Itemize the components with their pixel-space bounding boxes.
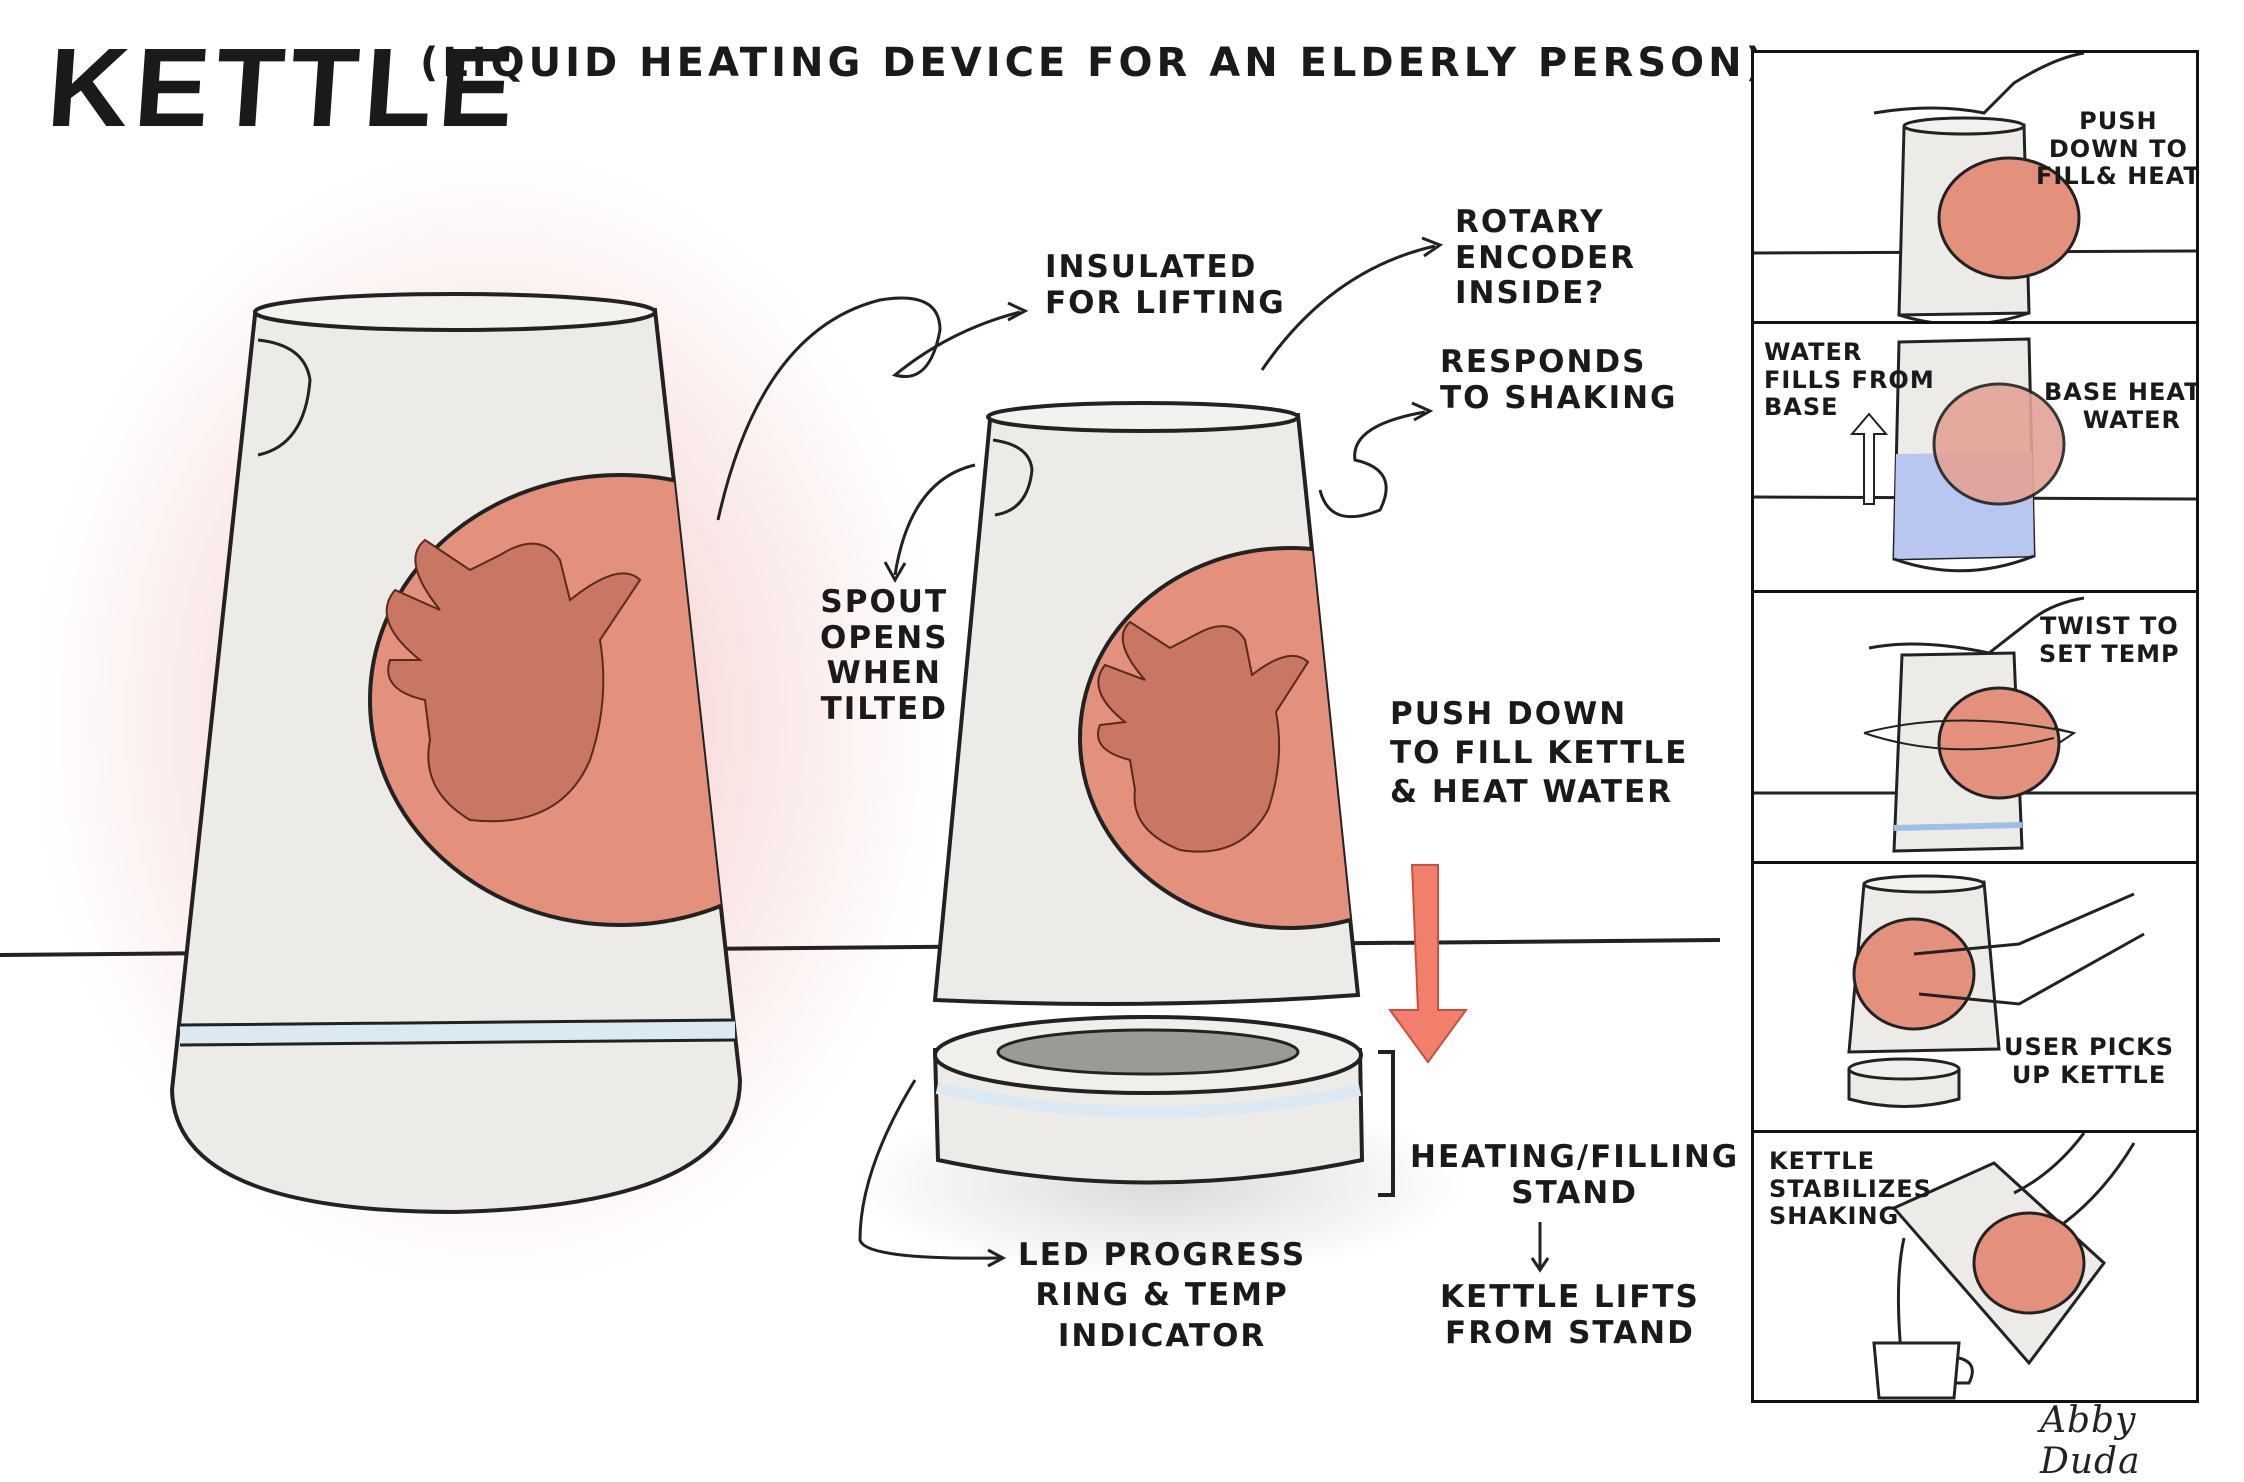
storyboard-panel-1: PUSH DOWN TO FILL& HEAT: [1751, 50, 2199, 324]
large-kettle-led-ring: [179, 1021, 736, 1044]
small-kettle: [932, 401, 1361, 1006]
small-kettle-hand: [1097, 620, 1310, 853]
responds-leader: [1318, 410, 1426, 519]
heating-stand: [932, 1015, 1365, 1185]
stand-bracket: [1378, 1050, 1395, 1197]
panel-3-caption: TWIST TO SET TEMP: [2039, 612, 2180, 668]
small-kettle-rim: [986, 401, 1300, 433]
rotary-leader: [1260, 244, 1436, 371]
storyboard-panel-2: WATER FILLS FROM BASE BASE HEATS WATER: [1751, 321, 2199, 593]
label-push-down: PUSH DOWN TO FILL KETTLE & HEAT WATER: [1390, 696, 1689, 810]
large-kettle: [169, 292, 743, 1215]
led-leader: [858, 1079, 1001, 1260]
panel-2-caption-right: BASE HEATS WATER: [2044, 378, 2196, 434]
leader-lines: [716, 236, 1550, 1273]
artist-signature: Abby Duda: [2040, 1400, 2141, 1482]
label-stand: HEATING/FILLING STAND: [1410, 1139, 1740, 1211]
subtitle: (LIQUID HEATING DEVICE FOR AN ELDERLY PE…: [420, 40, 1768, 86]
storyboard-panel-5: KETTLE STABILIZES SHAKING: [1751, 1130, 2199, 1403]
label-responds: RESPONDS TO SHAKING: [1440, 344, 1678, 416]
label-led: LED PROGRESS RING & TEMP INDICATOR: [1018, 1237, 1307, 1354]
panel-5-caption: KETTLE STABILIZES SHAKING: [1769, 1147, 1932, 1231]
stand-well: [996, 1028, 1300, 1076]
stand-led-ring: [935, 1082, 1362, 1118]
panel-4-caption: USER PICKS UP KETTLE: [2004, 1033, 2175, 1089]
large-kettle-hand: [385, 538, 642, 823]
label-spout: SPOUT OPENS WHEN TILTED: [820, 584, 949, 727]
large-kettle-rim: [253, 292, 657, 332]
label-rotary: ROTARY ENCODER INSIDE?: [1455, 204, 1637, 312]
main-illustration: [0, 236, 1721, 1273]
insulated-leader: [716, 296, 1021, 521]
panel-1-caption: PUSH DOWN TO FILL& HEAT: [2036, 107, 2199, 191]
panel-2-caption-left: WATER FILLS FROM BASE: [1764, 338, 1935, 422]
storyboard-panel-4: USER PICKS UP KETTLE: [1751, 861, 2199, 1133]
label-insulated: INSULATED FOR LIFTING: [1045, 249, 1286, 321]
large-kettle-spout: [257, 338, 312, 457]
label-lifts: KETTLE LIFTS FROM STAND: [1440, 1279, 1700, 1351]
spout-leader: [893, 463, 976, 576]
storyboard-panel-3: TWIST TO SET TEMP: [1751, 590, 2199, 864]
push-down-arrow: [1388, 864, 1468, 1064]
